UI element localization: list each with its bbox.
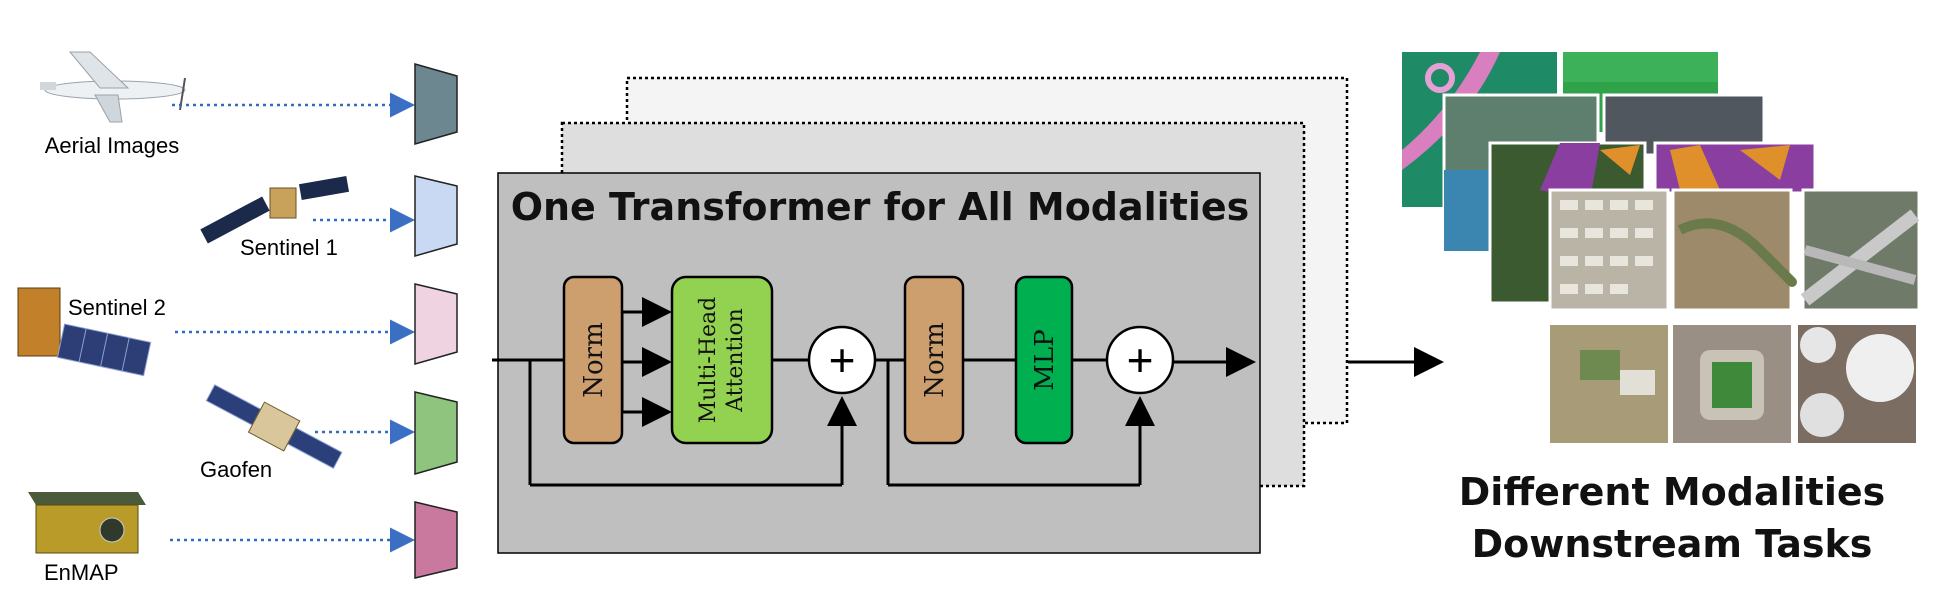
landcover-image-2 [1653,141,1817,195]
airplane-icon [40,51,186,123]
scene-image-storage-tanks [1798,325,1916,443]
norm-2-label: Norm [920,322,950,398]
norm-block-2: Norm [903,275,965,445]
attention-block: Multi-Head Attention [670,275,774,445]
mlp-block: MLP [1014,275,1074,445]
projector-sentinel2 [414,283,458,365]
scene-image-residential [1548,188,1670,312]
output-label-line2: Downstream Tasks [1472,522,1873,566]
projector-sentinel1 [414,175,458,257]
downstream-image-collage [1402,52,1921,443]
scene-image-terrain [1671,188,1797,312]
add-node-2: + [1105,325,1175,395]
norm-1-label: Norm [579,322,609,398]
add-node-1: + [807,325,877,395]
source-label-aerial: Aerial Images [45,133,180,158]
projector-enmap [414,501,458,579]
scene-image-farm [1550,325,1668,443]
source-label-gaofen: Gaofen [200,457,272,482]
source-arrows [170,92,415,553]
add-node-2-symbol: + [1127,334,1154,386]
projector-layers [414,63,458,579]
gaofen-satellite-icon [205,384,343,469]
sentinel2-satellite-icon [17,287,152,377]
attention-label-line1: Multi-Head [696,297,721,423]
norm-block-1: Norm [562,275,624,445]
sentinel1-satellite-icon [200,175,350,244]
add-node-1-symbol: + [829,334,856,386]
mlp-label: MLP [1030,329,1060,390]
source-label-enmap: EnMAP [44,560,119,585]
scene-image-stadium [1673,325,1791,443]
scene-image-highway [1800,188,1921,312]
projector-aerial [414,63,458,145]
output-label-line1: Different Modalities [1459,470,1885,514]
enmap-satellite-icon [28,492,146,554]
attention-label-line2: Attention [723,308,748,413]
projector-gaofen [414,391,458,475]
source-label-sentinel1: Sentinel 1 [240,235,338,260]
transformer-title: One Transformer for All Modalities [511,185,1250,229]
source-label-sentinel2: Sentinel 2 [68,295,166,320]
